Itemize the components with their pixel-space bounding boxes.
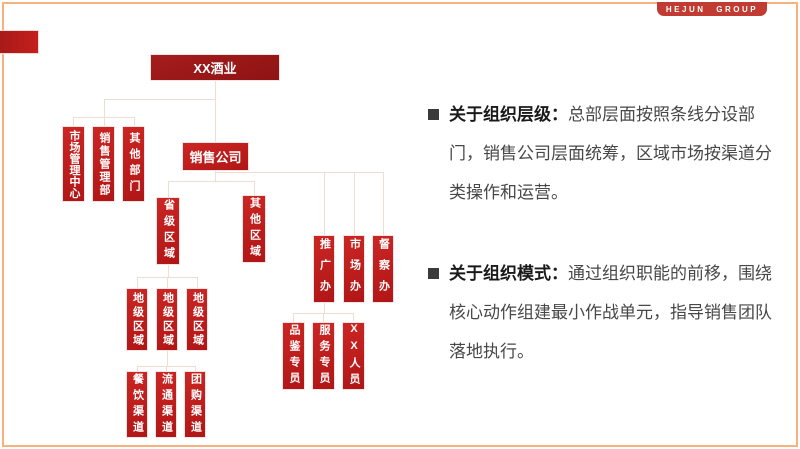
org-mode-text: 关于组织模式：通过组织职能的前移，围绕核心动作组建最小作战单元，指导销售团队落地… [449,254,778,371]
connector-line [168,264,169,277]
connector-line [137,366,138,372]
connector-line [324,302,325,313]
org-levels-title: 关于组织层级： [449,105,568,124]
bullet-square-icon [428,268,439,279]
org-node-sales-management-dept: 销售管理部 [93,127,114,201]
connector-line [215,172,384,173]
org-levels-body: 总部层面按照条线分设部门，销售公司层面统筹，区域市场按渠道分类操作和运营。 [449,105,772,202]
org-node-other-departments: 其他部门 [123,127,144,201]
org-mode-title: 关于组织模式： [449,264,568,283]
org-node-sales-company: 销售公司 [183,143,248,170]
connector-line [168,181,255,182]
connector-line [195,366,196,372]
org-node-promotion-office: 推广办 [314,236,334,302]
connector-line [167,350,168,366]
org-node-market-office: 市场办 [344,236,364,302]
connector-line [324,172,325,236]
org-node-xx-liquor: XX酒业 [151,55,279,80]
org-node-other-region: 其他区域 [243,196,265,262]
org-node-provincial-region: 省级区域 [157,198,179,264]
org-levels-text: 关于组织层级：总部层面按照条线分设部门，销售公司层面统筹，区域市场按渠道分类操作… [449,95,778,212]
hejun-group-badge: HEJUN GROUP [657,2,767,16]
connector-line [104,99,105,128]
org-node-tasting-specialist: 品鉴专员 [283,323,304,389]
org-node-city-region-3: 地级区域 [187,289,207,350]
connector-line [197,277,198,289]
org-node-city-region-1: 地级区域 [127,289,147,350]
connector-line [73,117,135,118]
connector-line [167,277,168,289]
connector-line [293,313,294,323]
connector-line [254,181,255,196]
connector-line [323,313,324,323]
connector-line [215,170,216,182]
hejun-group-logo-text: HEJUN GROUP [665,4,759,14]
org-node-market-management-center: 市场管理中心 [63,127,84,201]
connector-line [353,313,354,323]
org-mode-body: 通过组织职能的前移，围绕核心动作组建最小作战单元，指导销售团队落地执行。 [449,264,772,361]
org-node-group-buy-channel: 团购渠道 [185,372,205,437]
connector-line [137,277,138,289]
connector-line [134,117,135,128]
org-node-circulation-channel: 流通渠道 [156,372,176,437]
connector-line [73,117,74,128]
org-node-service-specialist: 服务专员 [313,323,334,389]
connector-line [383,172,384,236]
connector-line [104,99,216,100]
connector-line [354,172,355,236]
org-levels-bullet: 关于组织层级：总部层面按照条线分设部门，销售公司层面统筹，区域市场按渠道分类操作… [428,95,778,212]
corner-accent-bar [0,31,38,53]
org-node-supervision-office: 督察办 [373,236,393,302]
org-node-xx-staff: XX人员 [343,323,364,389]
connector-line [215,80,216,143]
org-node-catering-channel: 餐饮渠道 [127,372,147,437]
connector-line [166,366,167,372]
org-node-city-region-2: 地级区域 [157,289,177,350]
bullet-square-icon [428,109,439,120]
connector-line [168,181,169,198]
org-mode-bullet: 关于组织模式：通过组织职能的前移，围绕核心动作组建最小作战单元，指导销售团队落地… [428,254,778,371]
